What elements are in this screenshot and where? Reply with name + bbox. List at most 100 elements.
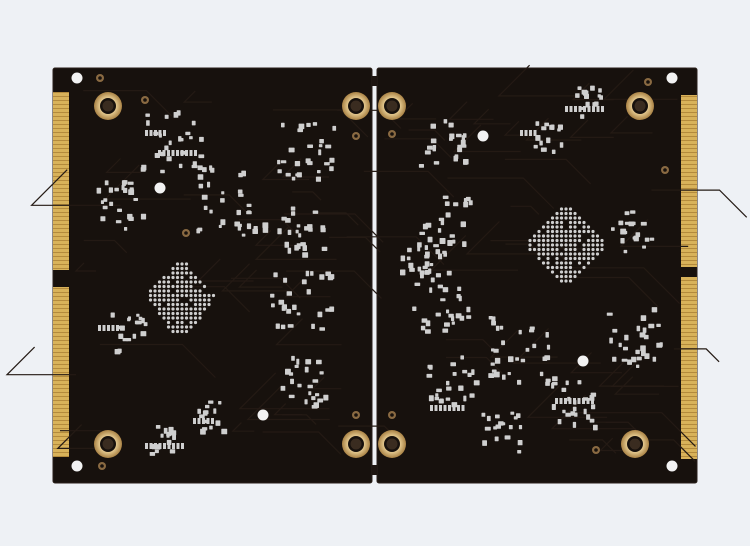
bga-ball <box>198 302 202 307</box>
bga-ball <box>166 325 171 329</box>
bga-ball <box>162 298 166 302</box>
bga-ball <box>586 225 591 229</box>
smd-pad <box>438 399 444 404</box>
bga-ball <box>537 256 541 261</box>
trace <box>613 376 659 395</box>
bga-ball <box>555 234 559 238</box>
smd-pad <box>271 303 275 308</box>
bga-ball <box>189 316 193 320</box>
smd-pad <box>458 385 464 391</box>
smd-pad <box>169 449 176 454</box>
bga-ball <box>162 293 166 298</box>
smd-pad <box>325 144 332 149</box>
smd-pad <box>623 249 628 254</box>
smd-pad <box>134 320 139 325</box>
smd-pad <box>635 349 640 355</box>
tooling-hole <box>71 460 83 472</box>
smd-pad <box>525 347 530 352</box>
bga-ball <box>180 271 184 275</box>
bga-ball <box>193 307 198 311</box>
smd-pad <box>185 131 191 136</box>
header-pad <box>586 398 590 404</box>
bga-ball <box>166 275 171 280</box>
smd-pad <box>545 378 551 383</box>
smd-pad <box>442 195 449 199</box>
smd-pad <box>517 440 523 446</box>
smd-pad <box>197 174 204 180</box>
bga-ball <box>564 270 568 274</box>
trace <box>30 169 121 206</box>
smd-pad <box>246 223 252 230</box>
board-right <box>376 67 698 484</box>
bga-ball <box>555 243 559 247</box>
trace <box>619 219 689 247</box>
header-pad <box>559 398 563 404</box>
bga-ball <box>184 271 189 275</box>
smd-pad <box>510 411 515 415</box>
smd-pad <box>317 170 321 174</box>
bga-ball <box>573 229 577 234</box>
bga-ball <box>582 243 586 247</box>
smd-pad <box>192 161 197 166</box>
header-pad <box>577 398 581 404</box>
bga-ball <box>582 229 586 234</box>
trace <box>525 117 582 141</box>
bga-ball <box>184 316 189 320</box>
smd-pad <box>462 369 468 374</box>
trace <box>569 119 614 138</box>
smd-pad <box>636 356 642 361</box>
bga-ball <box>184 262 189 266</box>
smd-pad <box>428 365 433 370</box>
bga-ball <box>171 325 175 329</box>
trace <box>262 431 342 455</box>
bga-ball <box>166 302 171 307</box>
smd-pad <box>414 282 421 286</box>
smd-pad <box>482 440 487 446</box>
header-pad <box>448 405 451 411</box>
bga-ball <box>166 311 171 316</box>
bga-ball <box>180 280 184 284</box>
bga-ball <box>559 216 564 220</box>
smd-pad <box>209 425 213 430</box>
bga-ball <box>559 234 564 238</box>
bga-ball <box>546 225 550 229</box>
header-pad <box>171 150 175 156</box>
smd-pad <box>298 123 305 130</box>
bga-ball <box>555 252 559 256</box>
tooling-hole <box>154 182 166 194</box>
smd-pad <box>424 150 431 155</box>
bga-ball <box>559 279 564 283</box>
bga-ball <box>573 274 577 279</box>
smd-pad <box>294 364 299 368</box>
smd-pad <box>435 249 441 255</box>
bga-ball <box>180 275 184 280</box>
header-pad <box>172 443 175 449</box>
smd-pad <box>241 233 246 237</box>
bga-ball <box>559 265 564 270</box>
bga-ball <box>559 211 564 216</box>
bga-ball <box>157 289 162 293</box>
smd-pad <box>493 426 498 430</box>
header-pad <box>533 130 537 136</box>
bga-ball <box>528 238 532 243</box>
smd-pad <box>295 173 301 177</box>
smd-pad <box>609 337 613 344</box>
bga-ball <box>166 293 171 298</box>
bga-ball <box>591 247 595 252</box>
bga-ball <box>184 266 189 271</box>
smd-pad <box>424 245 428 250</box>
bga-ball <box>189 320 193 325</box>
smd-pad <box>325 308 331 312</box>
bga-ball <box>564 216 568 220</box>
smd-pad <box>507 372 511 376</box>
smd-pad <box>317 398 324 403</box>
smd-pad <box>437 228 442 233</box>
smd-pad <box>311 323 315 329</box>
bga-ball <box>559 261 564 265</box>
bga-ball <box>555 265 559 270</box>
smd-pad <box>592 102 598 107</box>
header-pad <box>202 418 205 424</box>
bga-ball <box>184 302 189 307</box>
trace <box>512 327 601 364</box>
smd-pad <box>544 122 549 127</box>
